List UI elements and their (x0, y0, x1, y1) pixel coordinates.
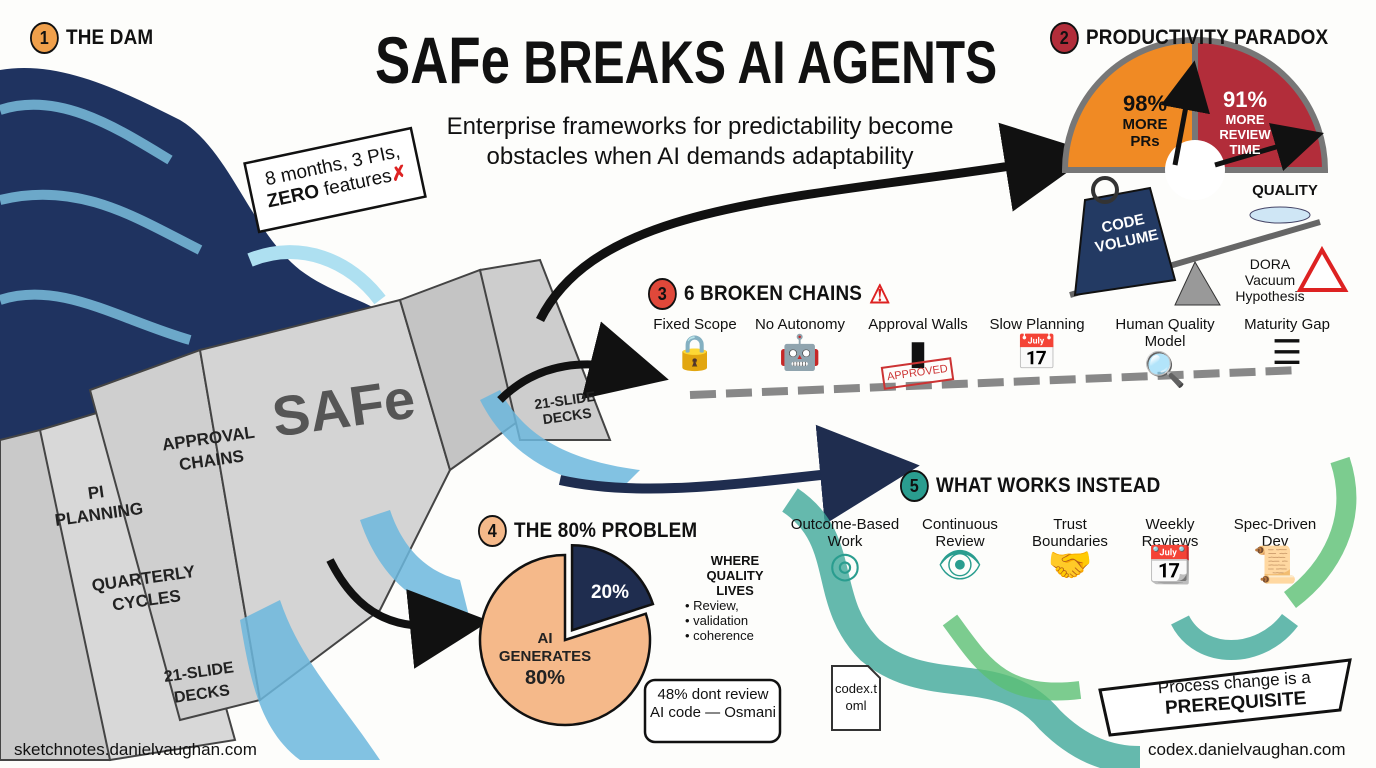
section-title: WHAT WORKS INSTEAD (936, 474, 1161, 497)
broken-chain-item: Fixed Scope🔒 (645, 316, 745, 372)
section-number-badge: 1 (30, 22, 59, 54)
codex-toml-file (831, 665, 881, 731)
what-works-label: Weekly Reviews (1141, 516, 1199, 550)
section-number-badge: 5 (900, 470, 929, 502)
eye-cycle-icon: 👁 (937, 544, 983, 585)
section-4-heading: 4 THE 80% PROBLEM (478, 515, 697, 547)
chain-item-label: Slow Planning (989, 316, 1085, 333)
chain-item-label: Maturity Gap (1244, 316, 1330, 333)
osmani-quote: 48% dont review AI code — Osmani (650, 686, 776, 721)
dam-wall (0, 258, 612, 762)
what-works-item: Weekly Reviews📆 (1122, 516, 1218, 585)
chain-item-label: Approval Walls (868, 316, 968, 333)
pie-slice-ai-generates (478, 553, 652, 727)
chain-item-label: No Autonomy (754, 316, 846, 333)
quality-feather-label: QUALITY (1252, 182, 1318, 199)
what-works-label: Outcome-Based Work (790, 516, 900, 550)
what-works-label: Continuous Review (922, 516, 998, 550)
page-subtitle: Enterprise frameworks for predictability… (446, 113, 954, 170)
section-3-heading: 3 6 BROKEN CHAINS ⚠ (648, 278, 890, 310)
warning-icon: ⚠ (869, 278, 891, 309)
seesaw-scale (1069, 176, 1349, 306)
section-title: 6 BROKEN CHAINS (684, 282, 863, 305)
footer-right-link[interactable]: codex.danielvaughan.com (1148, 740, 1346, 759)
what-works-item: Continuous Review👁 (912, 516, 1008, 585)
approved-stamp-text: APPROVED (881, 357, 955, 390)
quote-box (643, 678, 782, 744)
section-2-heading: 2 PRODUCTIVITY PARADOX (1050, 22, 1328, 54)
calendar-clock-icon: 📆 (1147, 544, 1193, 585)
section-title: THE DAM (66, 26, 154, 49)
file-label: codex.toml (835, 681, 877, 713)
what-works-item: Spec-Driven Dev📜 (1227, 516, 1323, 585)
section-5-heading: 5 WHAT WORKS INSTEAD (900, 470, 1160, 502)
padlock-icon: 🔒 (673, 334, 717, 372)
section-title: THE 80% PROBLEM (514, 519, 698, 542)
calendar-snail-icon: 📅 (1015, 334, 1059, 372)
what-works-label: Spec-Driven Dev (1233, 516, 1317, 550)
pie-chart (478, 544, 655, 727)
footer-left-link[interactable]: sketchnotes.danielvaughan.com (14, 740, 257, 759)
what-works-item: Outcome-Based Work◎ (790, 516, 900, 585)
broken-chain-item: Maturity Gap☰ (1237, 316, 1337, 372)
pie-label-20: 20% (590, 582, 630, 603)
what-works-item: Trust Boundaries🤝 (1022, 516, 1118, 585)
what-works-label: Trust Boundaries (1032, 516, 1108, 550)
broken-chain-item: Human Quality Model🔍 (1115, 316, 1215, 389)
x-mark-icon: ✗ (389, 162, 410, 187)
page-title: SAFe BREAKS AI AGENTS (375, 23, 998, 97)
section-number-badge: 3 (648, 278, 677, 310)
robot-on-leash-icon: 🤖 (778, 334, 822, 372)
prerequisite-banner (1098, 658, 1352, 737)
magnifier-bug-icon: 🔍 (1143, 351, 1187, 389)
approved-stamp-icon: ▮ (908, 334, 928, 372)
productivity-gauge (1061, 36, 1329, 200)
handshake-icon: 🤝 (1047, 544, 1093, 585)
chain-item-label: Fixed Scope (653, 316, 737, 333)
section-title: PRODUCTIVITY PARADOX (1086, 26, 1329, 49)
pie-slice-quality (570, 544, 655, 633)
broken-chain-item: Approval Walls▮APPROVED (868, 316, 968, 390)
broken-chain-item: Slow Planning📅 (987, 316, 1087, 372)
section-number-badge: 2 (1050, 22, 1079, 54)
section-1-heading: 1 THE DAM (30, 22, 153, 54)
ladder-icon: ☰ (1271, 334, 1303, 372)
sign-board (243, 126, 427, 234)
section-number-badge: 4 (478, 515, 507, 547)
quality-lives-list: WHERE QUALITY LIVES • Review, • validati… (685, 553, 764, 643)
target-icon: ◎ (829, 544, 861, 585)
broken-chain-item: No Autonomy🤖 (750, 316, 850, 372)
chain-item-label: Human Quality Model (1115, 316, 1215, 350)
spec-document-icon: 📜 (1252, 544, 1298, 585)
river (781, 456, 1357, 768)
